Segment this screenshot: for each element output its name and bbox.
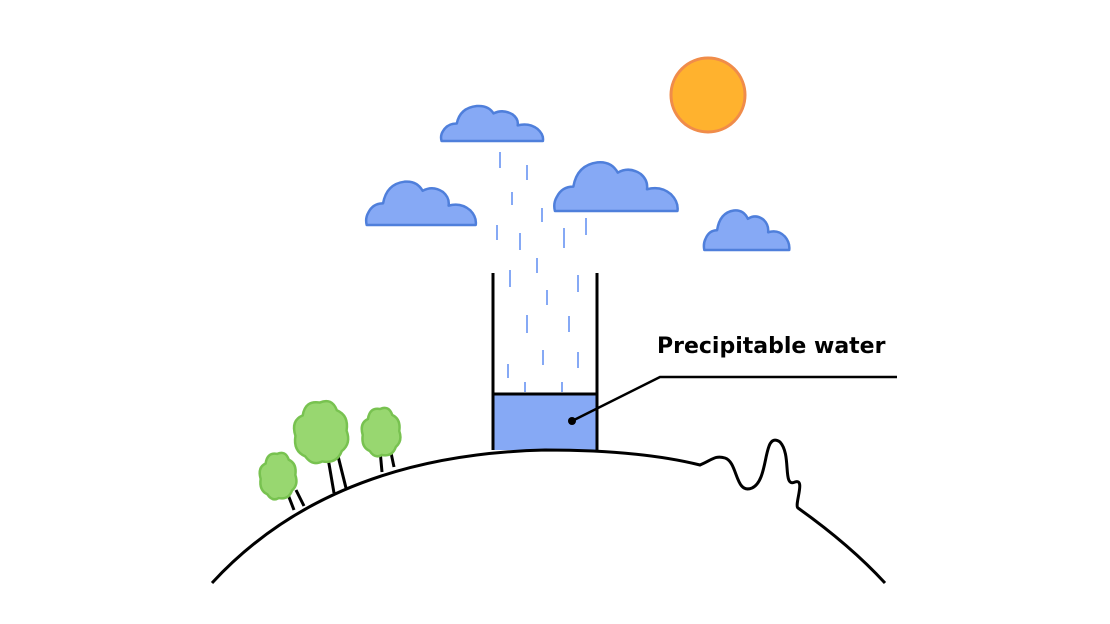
- cloud-3: [554, 162, 677, 211]
- cloud-1: [441, 106, 543, 141]
- precipitable-water-label: Precipitable water: [657, 334, 886, 359]
- tree-canopy-2: [294, 401, 348, 463]
- tree-canopy-3: [362, 408, 401, 456]
- cloud-4: [704, 210, 789, 250]
- tree-trunk: [326, 457, 336, 494]
- cloud-2: [366, 182, 476, 225]
- earth-horizon: [210, 438, 887, 585]
- tree-trunk: [294, 489, 306, 507]
- leader-line: [571, 375, 897, 423]
- trees: [260, 401, 401, 511]
- sun-icon: [669, 56, 747, 134]
- column-outline: [491, 273, 599, 450]
- leader-dot: [568, 417, 576, 425]
- clouds: [366, 106, 789, 250]
- tree-canopy-1: [260, 453, 297, 500]
- label-leader-line: [568, 375, 897, 425]
- sun-circle: [669, 56, 747, 134]
- measurement-column: [491, 273, 599, 450]
- tree-trunk: [336, 455, 348, 489]
- collected-water: [493, 394, 597, 450]
- earth-surface: [210, 438, 887, 585]
- rain-drops: [496, 152, 587, 392]
